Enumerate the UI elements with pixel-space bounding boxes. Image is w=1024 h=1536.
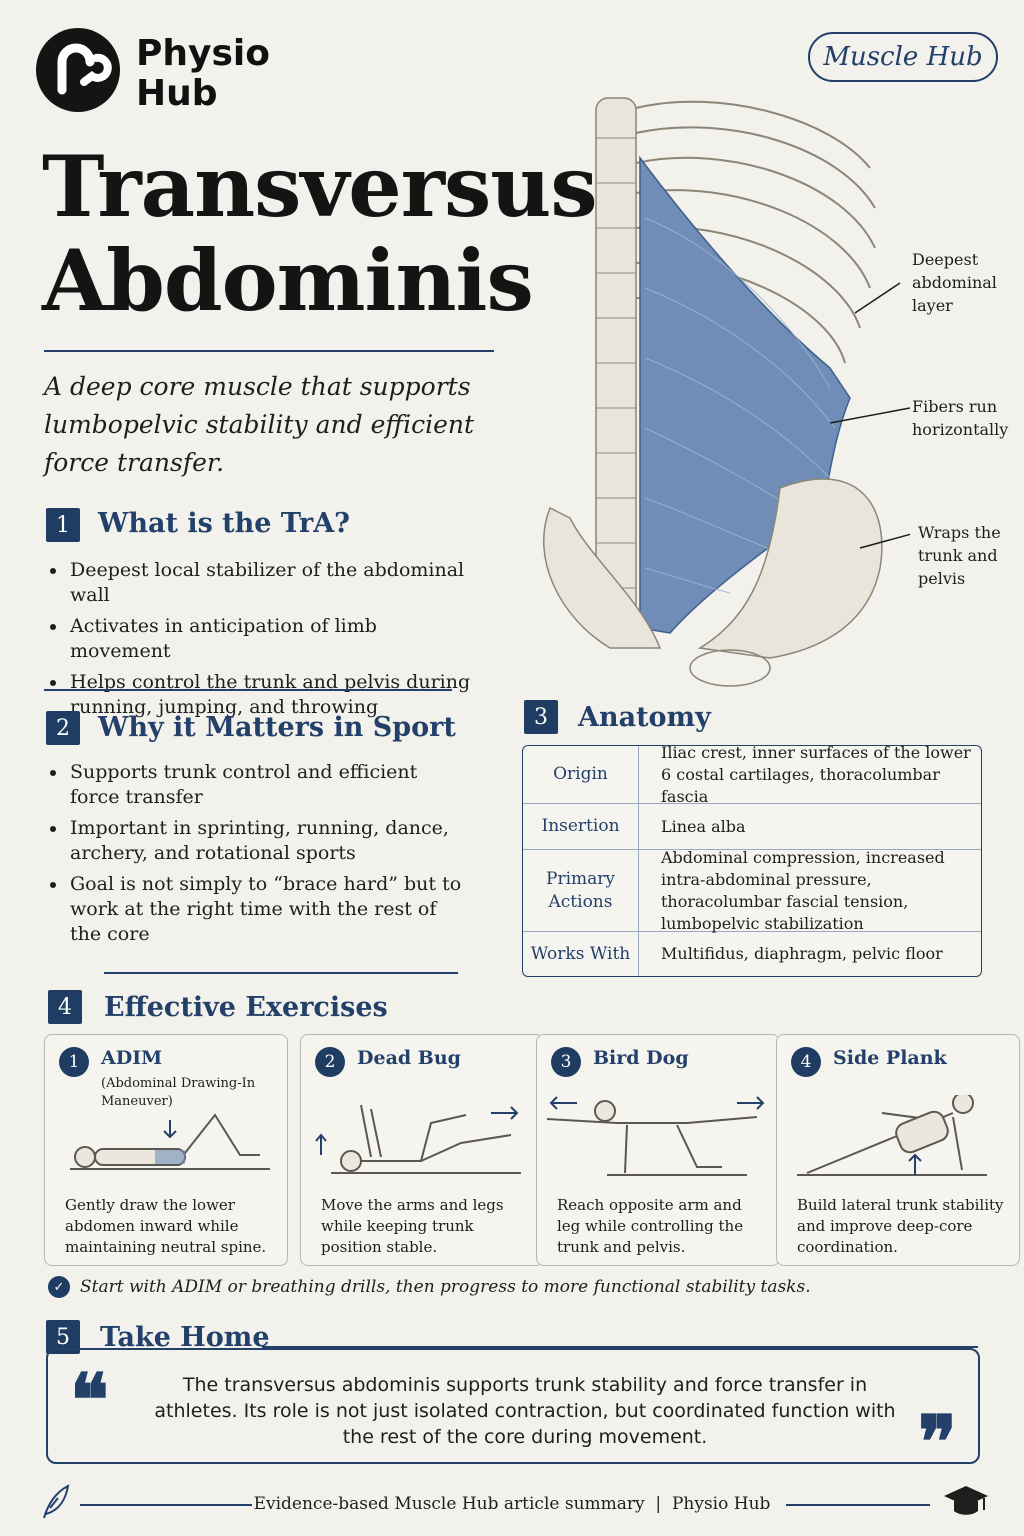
section-4-number: 4: [48, 990, 82, 1024]
divider: [104, 972, 458, 974]
section-5-title: Take Home: [100, 1322, 270, 1353]
brand-name: Physio Hub: [136, 34, 270, 114]
divider: [786, 1504, 930, 1506]
list-item: Supports trunk control and efficient for…: [46, 760, 466, 810]
anatomy-key: Works With: [523, 932, 639, 976]
page-title: Transversus Abdominis: [42, 137, 598, 330]
card-description: Build lateral trunk stability and improv…: [797, 1196, 1004, 1256]
bird-dog-figure-icon: [547, 1096, 765, 1176]
card-description: Move the arms and legs while keeping tru…: [321, 1196, 504, 1256]
side-plank-figure-icon: [797, 1095, 987, 1176]
card-description: Reach opposite arm and leg while control…: [557, 1196, 744, 1256]
logo-icon: [36, 28, 120, 112]
title-line-2: Abdominis: [42, 231, 534, 330]
anatomy-value: Multifidus, diaphragm, pelvic floor: [661, 944, 943, 963]
section-2-title: Why it Matters in Sport: [98, 712, 456, 743]
anatomy-key: Primary Actions: [523, 850, 639, 931]
card-number: 1: [59, 1047, 89, 1077]
anatomy-value: Abdominal compression, increased intra-a…: [661, 847, 945, 933]
dead-bug-figure-icon: [315, 1104, 521, 1174]
exercise-card-adim: 1 ADIM (Abdominal Drawing-In Maneuver) G…: [44, 1034, 288, 1266]
table-row: Origin Iliac crest, inner surfaces of th…: [523, 745, 981, 806]
graduation-cap-icon: [942, 1484, 990, 1522]
card-number: 4: [791, 1047, 821, 1077]
anatomy-table: Origin Iliac crest, inner surfaces of th…: [522, 745, 982, 977]
anatomy-value: Linea alba: [661, 816, 746, 836]
footer-text: Evidence-based Muscle Hub article summar…: [253, 1494, 771, 1514]
section-1-title: What is the TrA?: [98, 508, 350, 539]
check-icon: ✓: [48, 1276, 70, 1298]
section-3-number: 3: [524, 700, 558, 734]
muscle-illustration: [530, 88, 916, 688]
anatomy-key: Origin: [523, 746, 639, 803]
close-quote-icon: ❞: [918, 1399, 957, 1484]
title-line-1: Transversus: [42, 137, 598, 236]
brand-line-2: Hub: [136, 73, 218, 114]
label-deepest-layer: Deepest abdominal layer: [912, 250, 997, 315]
muscle-hub-badge: Muscle Hub: [808, 32, 998, 82]
section-1-number: 1: [46, 508, 80, 542]
list-item: Activates in anticipation of limb moveme…: [46, 614, 476, 664]
list-item: Helps control the trunk and pelvis durin…: [46, 670, 476, 720]
label-wraps-trunk: Wraps the trunk and pelvis: [918, 523, 1001, 588]
card-description: Gently draw the lower abdomen inward whi…: [65, 1196, 267, 1256]
section-3-title: Anatomy: [578, 702, 711, 733]
section-4-title: Effective Exercises: [104, 992, 388, 1023]
divider: [44, 350, 494, 352]
divider: [44, 689, 452, 691]
exercise-card-dead-bug: 2 Dead Bug Move the arms and legs while …: [300, 1034, 544, 1266]
section-2-list: Supports trunk control and efficient for…: [46, 760, 466, 953]
card-title: Bird Dog: [593, 1047, 689, 1069]
anatomy-value: Iliac crest, inner surfaces of the lower…: [661, 745, 971, 806]
card-number: 2: [315, 1047, 345, 1077]
brand-line-1: Physio: [136, 33, 270, 74]
exercise-tip: ✓ Start with ADIM or breathing drills, t…: [48, 1276, 811, 1298]
list-item: Important in sprinting, running, dance, …: [46, 816, 466, 866]
section-2-number: 2: [46, 711, 80, 745]
card-subtitle: (Abdominal Drawing-In Maneuver): [101, 1076, 256, 1109]
exercise-card-side-plank: 4 Side Plank Build lateral trunk stabili…: [776, 1034, 1020, 1266]
subtitle: A deep core muscle that supports lumbope…: [44, 372, 475, 477]
card-title: ADIM: [101, 1047, 163, 1069]
adim-figure-icon: [70, 1113, 270, 1170]
label-fibers-horizontal: Fibers run horizontally: [912, 397, 1009, 439]
take-home-quote: The transversus abdominis supports trunk…: [154, 1374, 896, 1448]
feather-icon: [40, 1484, 70, 1524]
list-item: Deepest local stabilizer of the abdomina…: [46, 558, 476, 608]
table-row: Insertion Linea alba: [523, 804, 981, 850]
table-row: Works With Multifidus, diaphragm, pelvic…: [523, 932, 981, 976]
card-number: 3: [551, 1047, 581, 1077]
section-1-list: Deepest local stabilizer of the abdomina…: [46, 558, 476, 726]
divider: [80, 1504, 252, 1506]
divider: [262, 1346, 978, 1348]
anatomy-key: Insertion: [523, 804, 639, 849]
card-title: Dead Bug: [357, 1047, 461, 1069]
list-item: Goal is not simply to “brace hard” but t…: [46, 872, 466, 947]
open-quote-icon: ❝: [70, 1357, 109, 1442]
card-title: Side Plank: [833, 1047, 947, 1069]
table-row: Primary Actions Abdominal compression, i…: [523, 847, 981, 933]
exercise-card-bird-dog: 3 Bird Dog Reach opposite arm and leg wh…: [536, 1034, 780, 1266]
take-home-box: [46, 1348, 980, 1464]
tip-text: Start with ADIM or breathing drills, the…: [80, 1277, 811, 1297]
